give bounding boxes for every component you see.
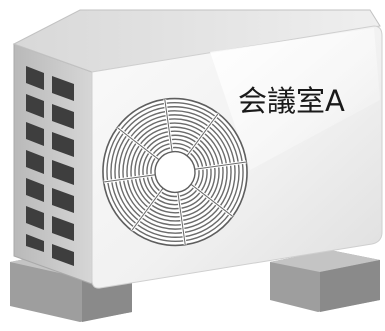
casing-top: [12, 9, 381, 73]
side-vent-icon: [26, 66, 74, 266]
casing-highlight: [210, 28, 380, 170]
base-stand-right: [270, 250, 380, 312]
unit-label: 会議室A: [238, 84, 345, 118]
fan-grille-icon: [102, 97, 248, 247]
fan-hub: [154, 150, 196, 194]
